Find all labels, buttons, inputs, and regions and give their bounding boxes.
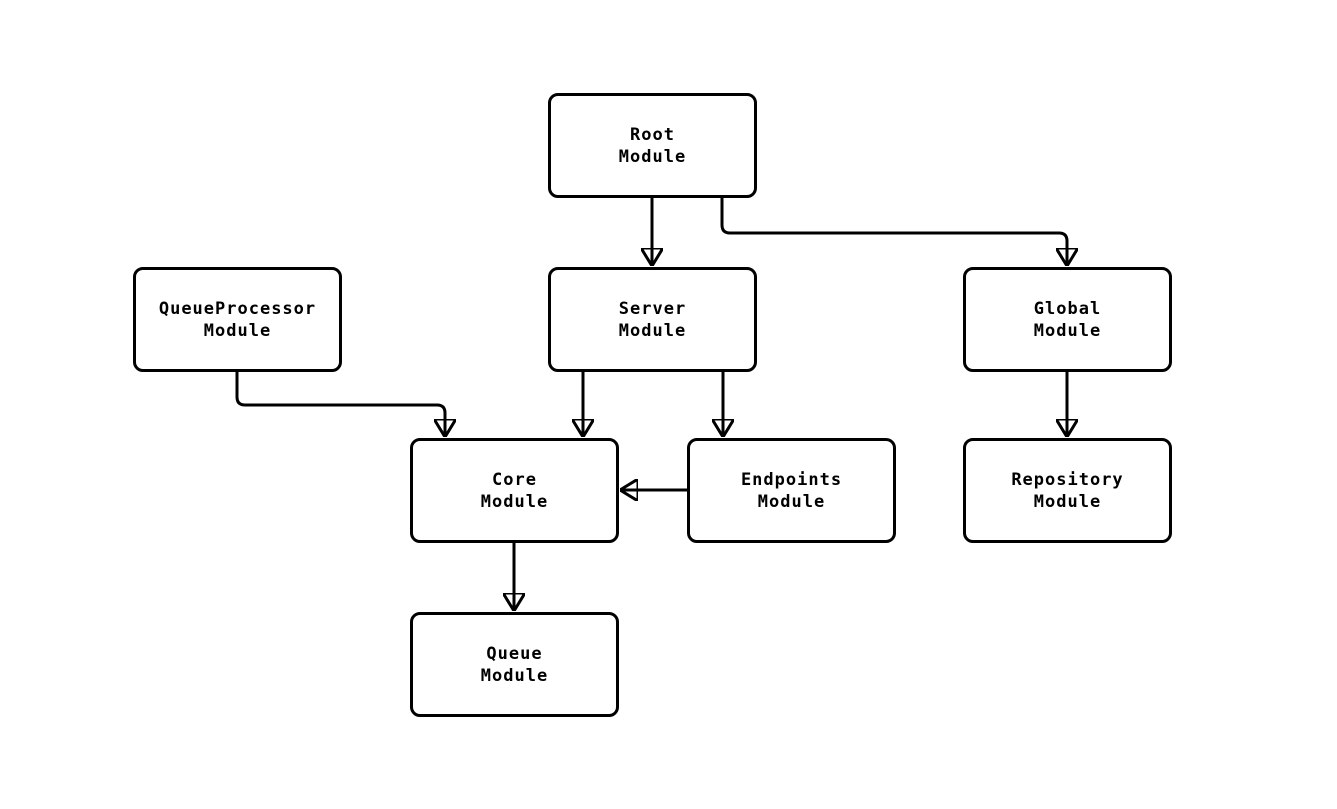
node-endpoints-module-label: Endpoints Module [740,469,843,512]
node-core-module: Core Module [410,438,619,543]
node-global-module-label: Global Module [1033,298,1102,341]
node-global-module: Global Module [963,267,1172,372]
node-queueprocessor-module-label: QueueProcessor Module [158,298,317,341]
edge-queueprocessor-to-core [235,372,445,436]
edge-root-to-global [720,198,1067,265]
node-repository-module: Repository Module [963,438,1172,543]
node-queue-module: Queue Module [410,612,619,717]
node-core-module-label: Core Module [480,469,549,512]
node-server-module-label: Server Module [618,298,687,341]
node-endpoints-module: Endpoints Module [687,438,896,543]
node-root-module: Root Module [548,93,757,198]
node-repository-module-label: Repository Module [1011,469,1124,512]
node-queueprocessor-module: QueueProcessor Module [133,267,342,372]
node-queue-module-label: Queue Module [480,643,549,686]
node-server-module: Server Module [548,267,757,372]
node-root-module-label: Root Module [618,124,687,167]
